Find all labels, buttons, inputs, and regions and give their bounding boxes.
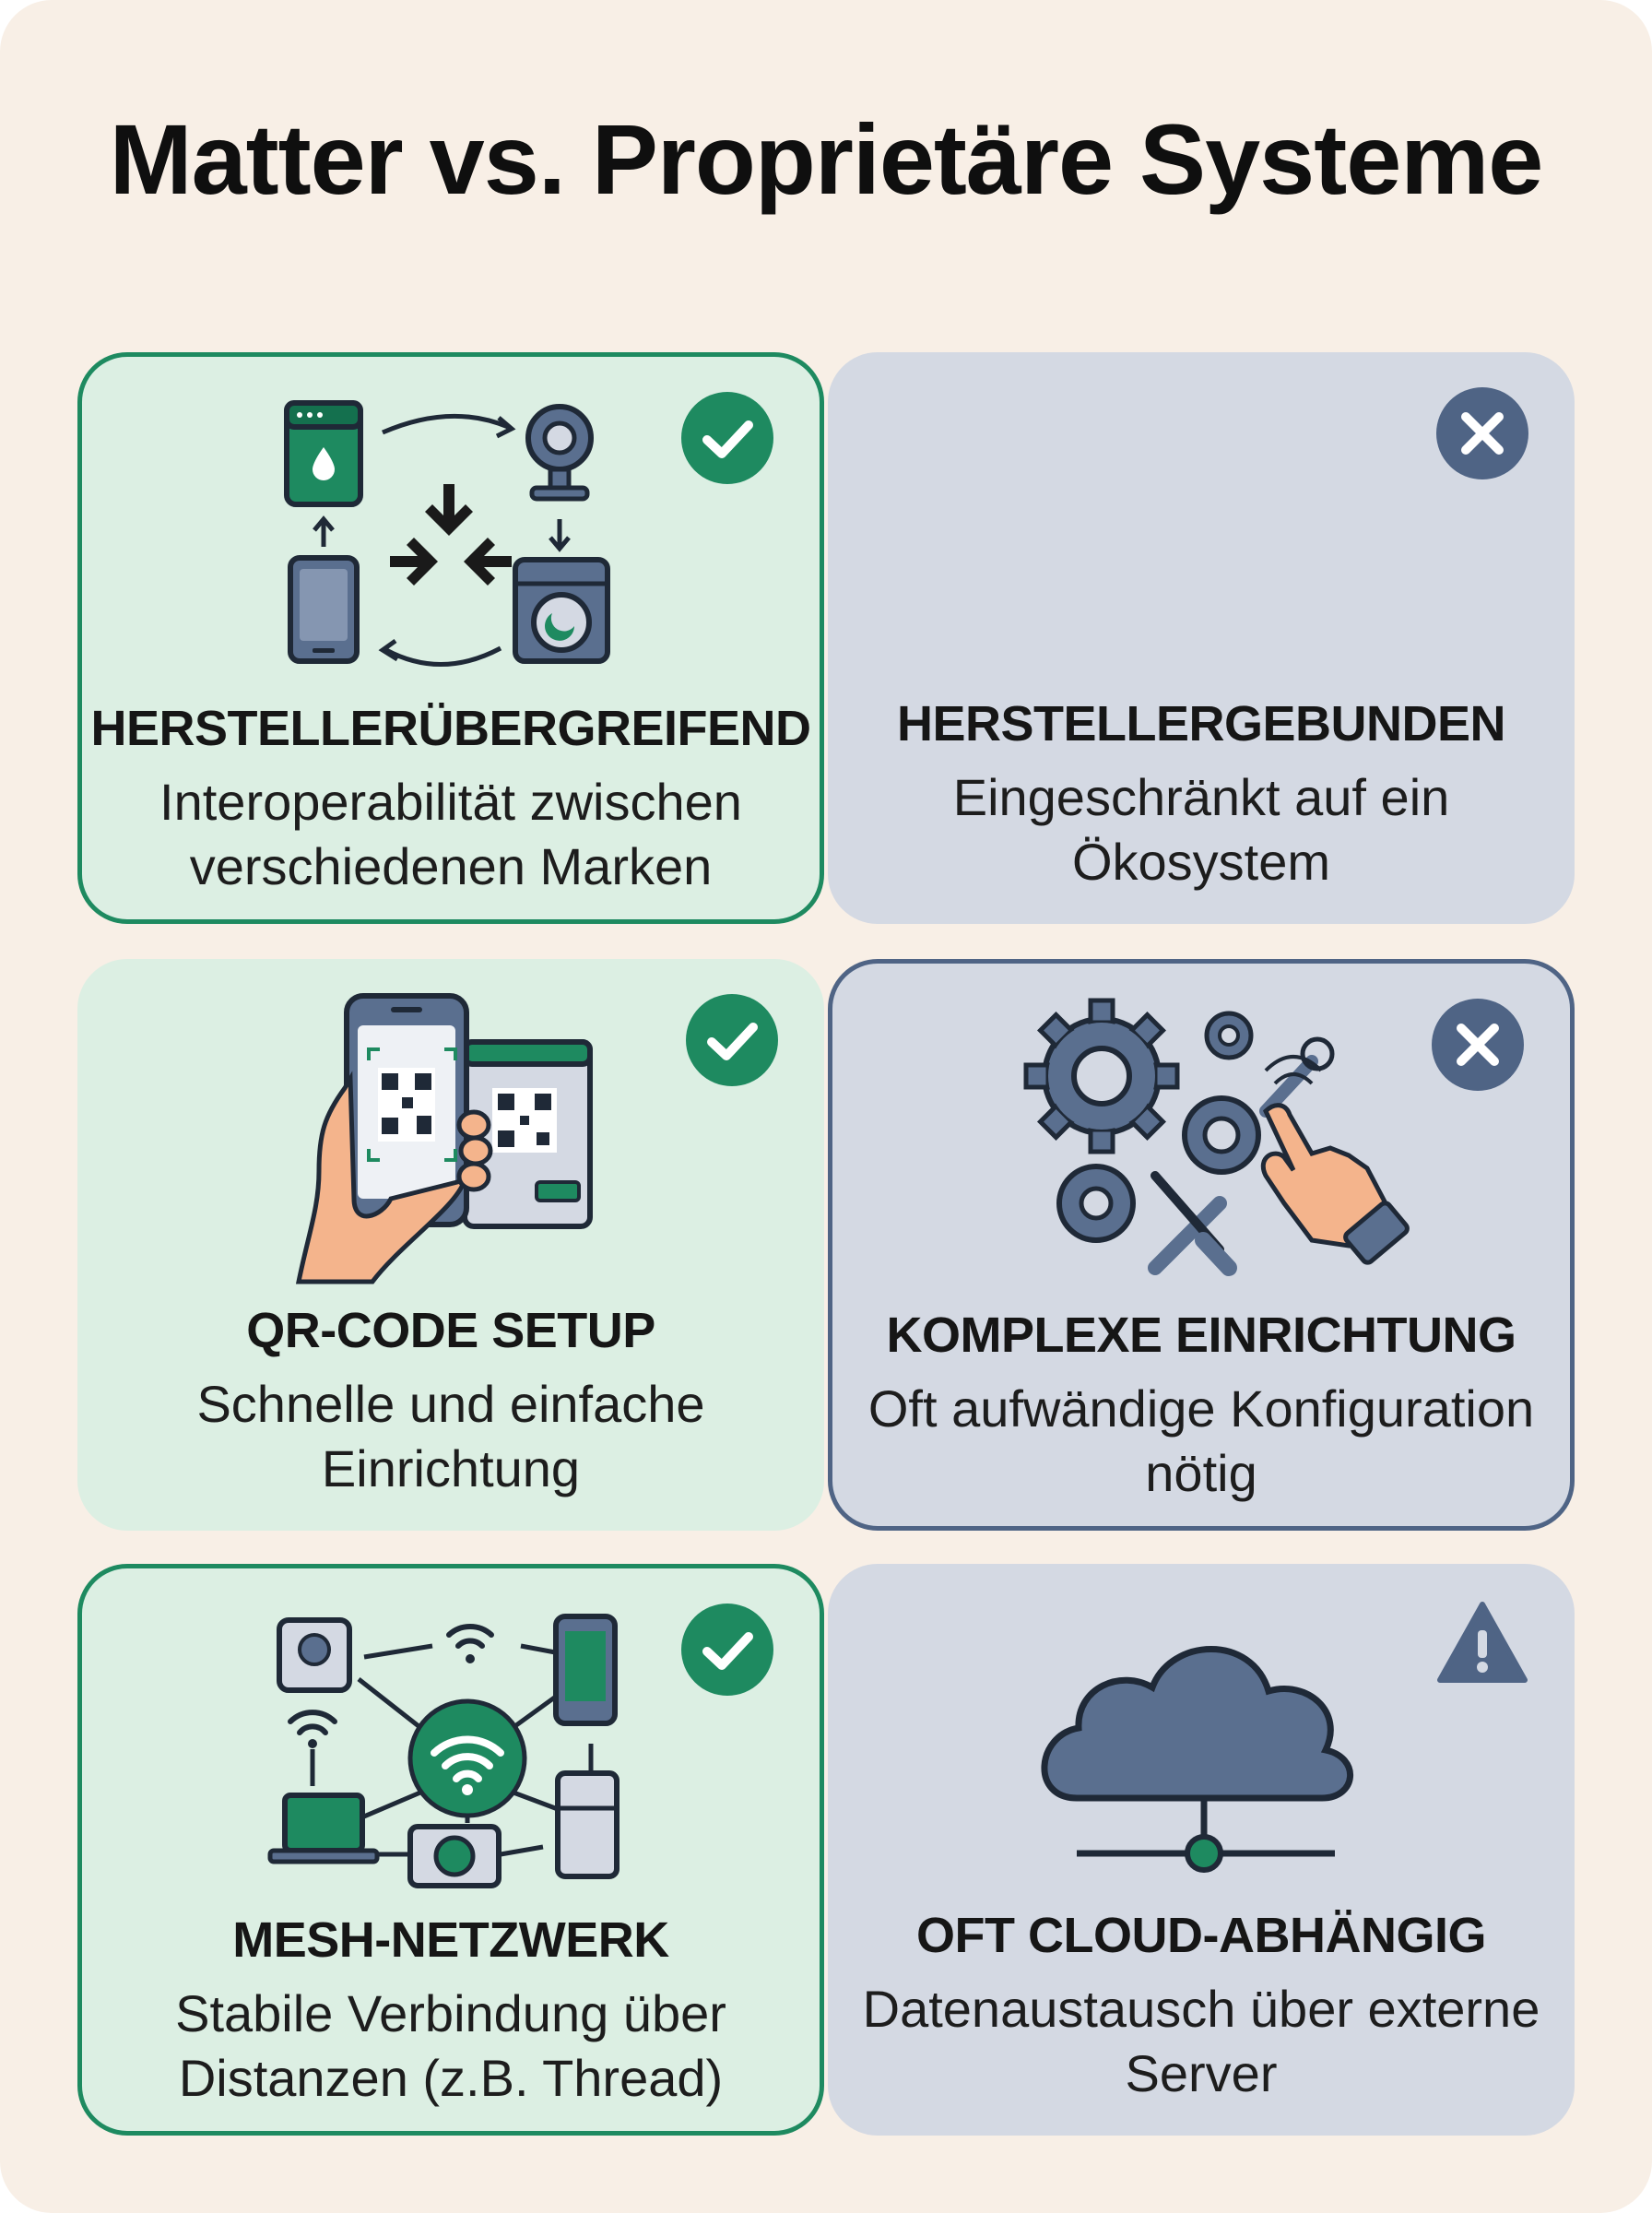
check-icon — [681, 392, 773, 484]
check-icon — [686, 994, 778, 1086]
card-cross-vendor: HERSTELLERÜBERGREIFEND Interoperabilität… — [77, 352, 824, 924]
check-icon — [681, 1604, 773, 1696]
card-cloud-dependent: OFT CLOUD-ABHÄNGIG Datenaustausch über e… — [828, 1564, 1575, 2136]
qr-scan-icon — [77, 968, 824, 1309]
card-complex-setup: KOMPLEXE EINRICHTUNG Oft aufwändige Konf… — [828, 959, 1575, 1531]
gears-tools-icon — [832, 973, 1570, 1314]
card-title: OFT CLOUD-ABHÄNGIG — [916, 1908, 1486, 1963]
card-vendor-locked: HERSTELLERGEBUNDEN Eingeschränkt auf ein… — [828, 352, 1575, 924]
mesh-network-icon — [82, 1578, 820, 1919]
card-description: Stabile Verbindung über Distanzen (z.B. … — [175, 1984, 726, 2107]
card-description: Oft aufwändige Konfiguration nötig — [867, 1379, 1535, 1502]
card-mesh-network: MESH-NETZWERK Stabile Verbindung über Di… — [77, 1564, 824, 2136]
card-title: HERSTELLERGEBUNDEN — [896, 696, 1506, 751]
cloud-server-icon — [828, 1573, 1575, 1914]
card-description: Interoperabilität zwischen verschiedenen… — [159, 773, 742, 895]
card-title: HERSTELLERÜBERGREIFEND — [90, 701, 811, 756]
card-description: Datenaustausch über externe Server — [862, 1980, 1540, 2102]
card-description: Schnelle und einfache Einrichtung — [196, 1375, 705, 1497]
card-description: Eingeschränkt auf ein Ökosystem — [952, 768, 1450, 891]
cross-icon — [1436, 387, 1528, 479]
cross-icon — [1432, 999, 1524, 1091]
card-title: KOMPLEXE EINRICHTUNG — [886, 1308, 1516, 1363]
interoperability-icon — [82, 366, 820, 707]
warning-icon — [1437, 1602, 1528, 1683]
card-title: QR-CODE SETUP — [246, 1303, 655, 1358]
card-qr-setup: QR-CODE SETUP Schnelle und einfache Einr… — [77, 959, 824, 1531]
card-title: MESH-NETZWERK — [232, 1912, 669, 1968]
page-title: Matter vs. Proprietäre Systeme — [109, 103, 1544, 215]
